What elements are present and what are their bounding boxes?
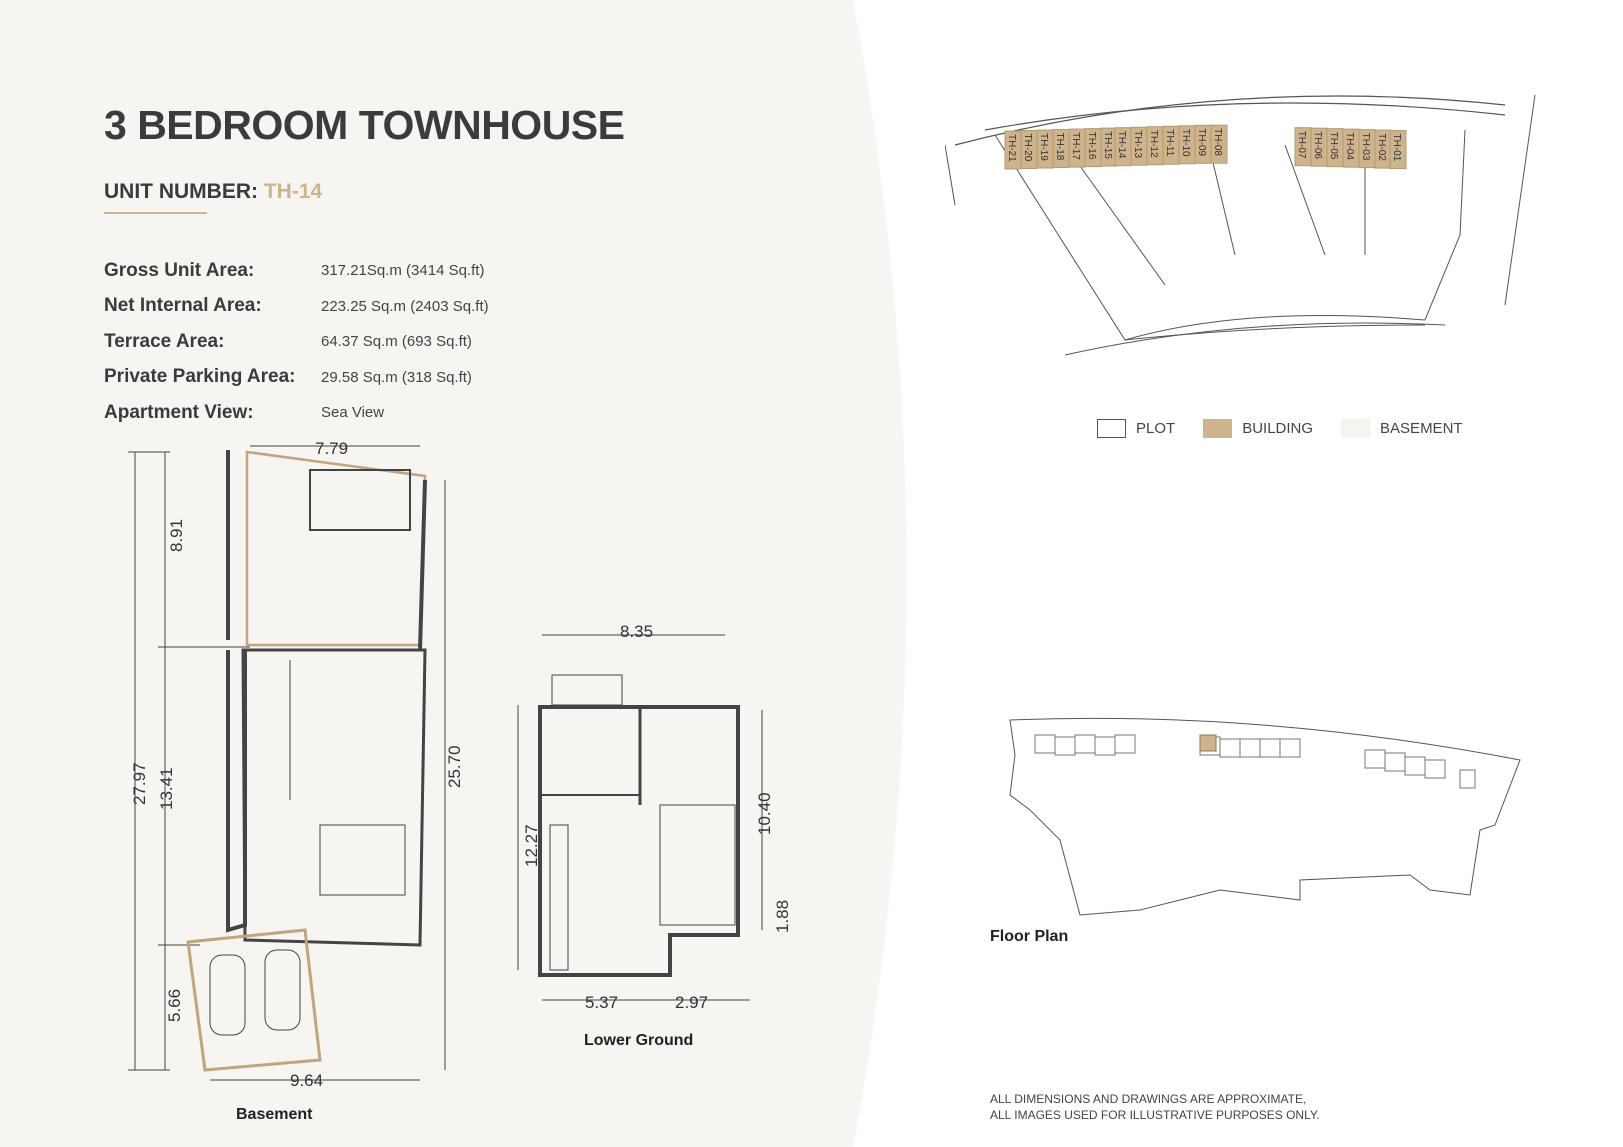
site-unit-label: TH-16 — [1086, 132, 1097, 160]
basement-floor-plan: 27.97 8.91 13.41 5.66 7.79 9.64 25.70 — [128, 440, 464, 1090]
svg-text:5.66: 5.66 — [165, 989, 184, 1022]
spec-list: Gross Unit Area:317.21Sq.m (3414 Sq.ft) … — [104, 253, 489, 431]
svg-text:9.64: 9.64 — [290, 1071, 323, 1090]
svg-text:5.37: 5.37 — [585, 993, 618, 1012]
site-unit-label: TH-01 — [1391, 134, 1402, 162]
site-unit-label: TH-08 — [1212, 128, 1223, 156]
key-floor-plan — [1009, 717, 1521, 916]
site-unit-label: TH-09 — [1196, 128, 1207, 156]
site-unit-label: TH-15 — [1102, 131, 1113, 159]
spec-terrace-area: Terrace Area:64.37 Sq.m (693 Sq.ft) — [104, 330, 472, 352]
spec-net-area: Net Internal Area:223.25 Sq.m (2403 Sq.f… — [104, 295, 489, 317]
site-unit-label: TH-05 — [1328, 132, 1339, 160]
site-unit-label: TH-14 — [1116, 131, 1127, 159]
svg-text:7.79: 7.79 — [315, 440, 348, 458]
site-unit-label: TH-03 — [1360, 133, 1371, 161]
lower-ground-caption: Lower Ground — [584, 1032, 694, 1049]
site-unit-label: TH-10 — [1180, 129, 1191, 157]
svg-text:8.35: 8.35 — [620, 625, 653, 641]
highlighted-unit-marker — [1199, 734, 1217, 752]
site-unit-label: TH-13 — [1132, 130, 1143, 158]
svg-text:1.88: 1.88 — [773, 900, 792, 933]
spec-gross-area: Gross Unit Area:317.21Sq.m (3414 Sq.ft) — [104, 259, 485, 281]
site-unit-block — [1210, 124, 1228, 164]
disclaimer: ALL DIMENSIONS AND DRAWINGS ARE APPROXIM… — [990, 1092, 1320, 1122]
site-unit-label: TH-18 — [1054, 133, 1065, 161]
site-unit-block — [1389, 130, 1407, 170]
legend-swatch-basement — [1341, 419, 1371, 438]
site-unit-label: TH-02 — [1376, 133, 1387, 161]
basement-caption: Basement — [236, 1106, 313, 1123]
site-unit-label: TH-06 — [1312, 131, 1323, 159]
site-unit-label: TH-07 — [1296, 131, 1307, 159]
site-plan-legend: PLOT BUILDING BASEMENT — [1097, 419, 1463, 438]
site-unit-label: TH-11 — [1164, 129, 1175, 156]
svg-text:10.40: 10.40 — [755, 792, 774, 835]
site-unit-label: TH-21 — [1006, 134, 1017, 162]
svg-text:2.97: 2.97 — [675, 993, 708, 1012]
svg-text:27.97: 27.97 — [130, 762, 149, 805]
svg-text:8.91: 8.91 — [167, 519, 186, 552]
page-title: 3 BEDROOM TOWNHOUSE — [104, 102, 625, 148]
svg-text:13.41: 13.41 — [157, 767, 176, 810]
accent-underline — [104, 212, 207, 214]
spec-parking-area: Private Parking Area:29.58 Sq.m (318 Sq.… — [104, 366, 472, 388]
site-unit-label: TH-19 — [1038, 133, 1049, 161]
site-unit-label: TH-17 — [1070, 132, 1081, 160]
unit-number-value: TH-14 — [263, 180, 323, 203]
site-unit-label: TH-12 — [1148, 130, 1159, 158]
floor-plan-caption: Floor Plan — [990, 928, 1069, 945]
svg-text:12.27: 12.27 — [522, 824, 541, 867]
site-unit-label: TH-20 — [1022, 134, 1033, 162]
legend-swatch-building — [1203, 419, 1233, 438]
lower-ground-floor-plan: 8.35 12.27 10.40 1.88 5.37 2.97 — [517, 625, 792, 1012]
spec-view: Apartment View:Sea View — [104, 401, 385, 423]
site-unit-label: TH-04 — [1344, 132, 1355, 160]
unit-number: UNIT NUMBER: TH-14 — [104, 180, 323, 203]
basement-right-dimension: 25.70 — [445, 745, 464, 788]
legend-swatch-plot — [1097, 419, 1126, 438]
